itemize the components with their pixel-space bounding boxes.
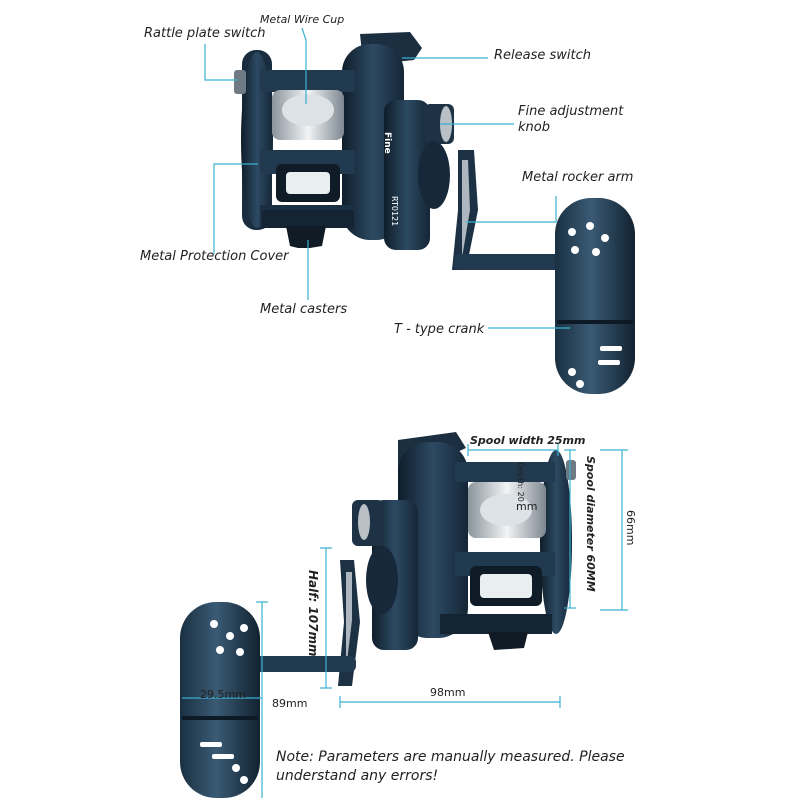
reel-marking-fine: Fine (382, 132, 392, 154)
label-t-type-crank: T - type crank (394, 322, 485, 337)
label-release-switch: Release switch (494, 48, 592, 63)
label-metal-wire-cup: Metal Wire Cup (260, 13, 345, 26)
dimension-lines (182, 444, 628, 798)
dim-spool-width: Spool width 25mm (470, 434, 586, 447)
dim-height: 66mm (624, 510, 637, 546)
label-fine-adjustment-knob-line2: knob (518, 120, 550, 135)
label-metal-protection-cover: Metal Protection Cover (140, 249, 289, 264)
dim-handle-half: Half: 107mm (306, 570, 320, 657)
dim-knob-length: 89mm (272, 697, 308, 710)
reel-bottom-illustration (180, 432, 576, 798)
label-metal-rocker-arm: Metal rocker arm (522, 170, 634, 185)
reel-top-illustration (234, 32, 635, 394)
label-fine-adjustment-knob-line1: Fine adjustment (518, 104, 624, 119)
label-metal-casters: Metal casters (260, 302, 348, 317)
dim-mm: mm (516, 500, 538, 513)
dim-depth: Depth: 20 (516, 462, 525, 502)
measurement-note: Note: Parameters are manually measured. … (276, 749, 625, 784)
top-leader-lines (204, 27, 570, 329)
dim-spool-diameter: Spool diameter 60MM (584, 456, 597, 592)
dim-knob-width: 29.5mm (200, 688, 246, 701)
reel-marking-model: RT0121 (390, 196, 399, 227)
dim-body-width: 98mm (430, 686, 466, 699)
label-rattle-plate-switch: Rattle plate switch (144, 26, 266, 41)
